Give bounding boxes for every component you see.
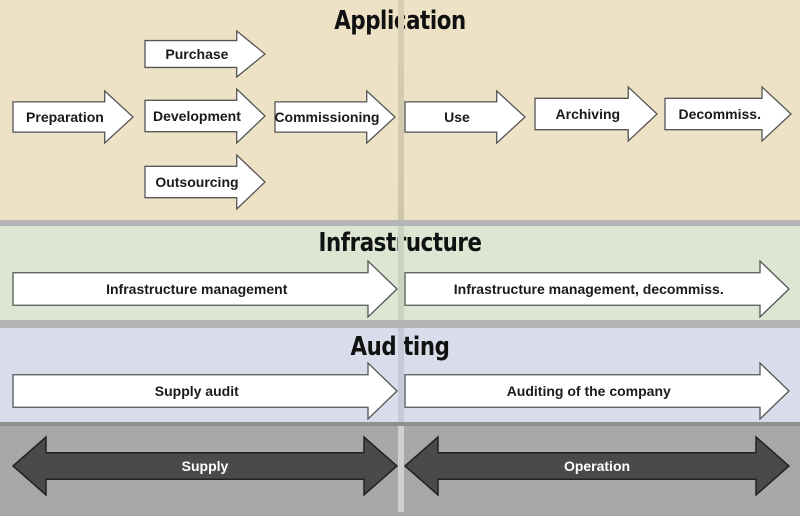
arrow-shape xyxy=(11,435,399,497)
decommiss-label: Decommiss. xyxy=(678,106,761,122)
operation-phase-label: Operation xyxy=(563,458,631,474)
use-label: Use xyxy=(444,109,470,125)
arrow-shape xyxy=(12,89,134,145)
archiving-arrow: Archiving xyxy=(534,85,658,143)
arrow-outline xyxy=(664,85,792,143)
company-auditing-arrow: Auditing of the company xyxy=(404,361,790,421)
arrow-outline xyxy=(144,29,267,79)
use-arrow: Use xyxy=(404,89,526,145)
phase-divider xyxy=(398,426,404,512)
arrow-outline xyxy=(12,361,398,421)
application-divider xyxy=(398,0,404,220)
arrow-outline xyxy=(144,153,266,211)
infrastructure-divider xyxy=(398,226,404,320)
arrow-shape xyxy=(403,435,791,497)
arrow-shape xyxy=(404,259,790,319)
arrow-outline xyxy=(534,85,658,143)
infrastructure-management-arrow: Infrastructure management xyxy=(12,259,398,319)
preparation-label: Preparation xyxy=(26,109,104,125)
commissioning-arrow: Commissioning xyxy=(274,89,396,145)
separator-strip xyxy=(0,320,800,328)
arrow-shape xyxy=(12,361,398,421)
purchase-label: Purchase xyxy=(165,46,229,62)
arrow-shape xyxy=(404,361,790,421)
arrow-shape xyxy=(144,153,266,211)
development-label: Development xyxy=(152,108,241,124)
arrow-shape xyxy=(404,89,526,145)
arrow-shape xyxy=(534,85,658,143)
development-arrow: Development xyxy=(144,87,266,145)
outsourcing-label: Outsourcing xyxy=(155,174,239,190)
arrow-outline xyxy=(12,259,398,319)
commissioning-label: Commissioning xyxy=(274,109,380,125)
arrow-shape xyxy=(274,89,396,145)
arrow-shape xyxy=(144,87,266,145)
supply-audit-label: Supply audit xyxy=(154,383,239,399)
arrow-shape xyxy=(144,29,267,79)
preparation-arrow: Preparation xyxy=(12,89,134,145)
outsourcing-arrow: Outsourcing xyxy=(144,153,266,211)
purchase-arrow: Purchase xyxy=(144,29,267,79)
arrow-outline xyxy=(403,435,791,497)
arrow-outline xyxy=(274,89,396,145)
arrow-outline xyxy=(404,259,790,319)
auditing-divider xyxy=(398,328,404,422)
arrow-shape xyxy=(12,259,398,319)
infrastructure-decommiss-arrow: Infrastructure management, decommiss. xyxy=(404,259,790,319)
arrow-outline xyxy=(404,89,526,145)
arrow-outline xyxy=(144,87,266,145)
arrow-outline xyxy=(404,361,790,421)
arrow-outline xyxy=(11,435,399,497)
infrastructure-management-label: Infrastructure management xyxy=(106,281,288,297)
infrastructure-decommiss-label: Infrastructure management, decommiss. xyxy=(453,281,724,297)
archiving-label: Archiving xyxy=(555,106,621,122)
supply-phase-arrow: Supply xyxy=(11,435,399,497)
separator-strip xyxy=(0,220,800,226)
arrow-outline xyxy=(12,89,134,145)
operation-phase-arrow: Operation xyxy=(403,435,791,497)
decommiss-arrow: Decommiss. xyxy=(664,85,792,143)
supply-phase-label: Supply xyxy=(181,458,229,474)
company-auditing-label: Auditing of the company xyxy=(506,383,671,399)
arrow-shape xyxy=(664,85,792,143)
supply-audit-arrow: Supply audit xyxy=(12,361,398,421)
